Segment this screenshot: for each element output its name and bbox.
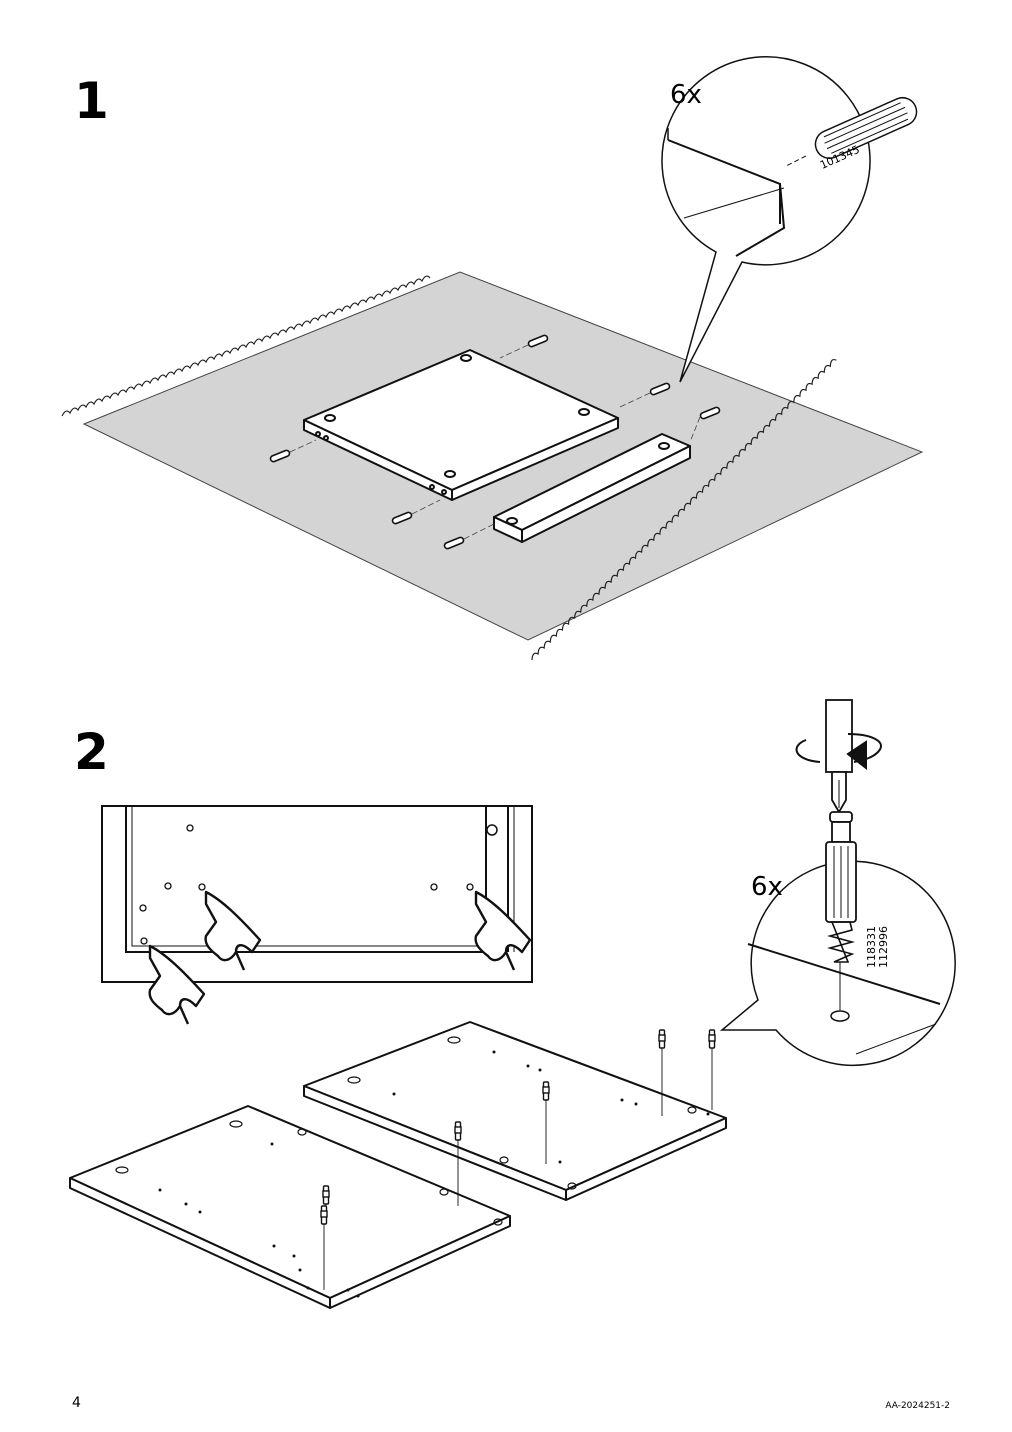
bottom-panel-left [69, 1105, 511, 1309]
page-number: 4 [72, 1395, 81, 1411]
screw-part-number-2: 112996 [877, 926, 890, 968]
dowel-101345-closeup [785, 96, 918, 167]
bottom-panel-right [303, 1021, 727, 1201]
dowels [269, 334, 721, 550]
rail [493, 433, 691, 543]
screw-guide-lines [323, 1048, 713, 1290]
screwdriver [825, 699, 853, 814]
cam-screw-118331-closeup [825, 811, 857, 963]
step-1-number: 1 [74, 72, 109, 130]
step-2-number: 2 [74, 723, 109, 781]
callout-2 [719, 860, 956, 1066]
pressing-hands [148, 890, 532, 1025]
step-1-quantity-label: 6x [670, 80, 702, 110]
dowel-guide-lines [289, 344, 701, 540]
rotation-arrow-icon [795, 733, 882, 771]
step-2-quantity-label: 6x [751, 872, 783, 902]
rug-fringe [61, 275, 837, 661]
shelf-panel [303, 349, 619, 501]
document-code: AA-2024251-2 [885, 1401, 950, 1411]
screw-part-numbers: 118331 112996 [865, 926, 890, 968]
top-panel-view [101, 805, 533, 983]
